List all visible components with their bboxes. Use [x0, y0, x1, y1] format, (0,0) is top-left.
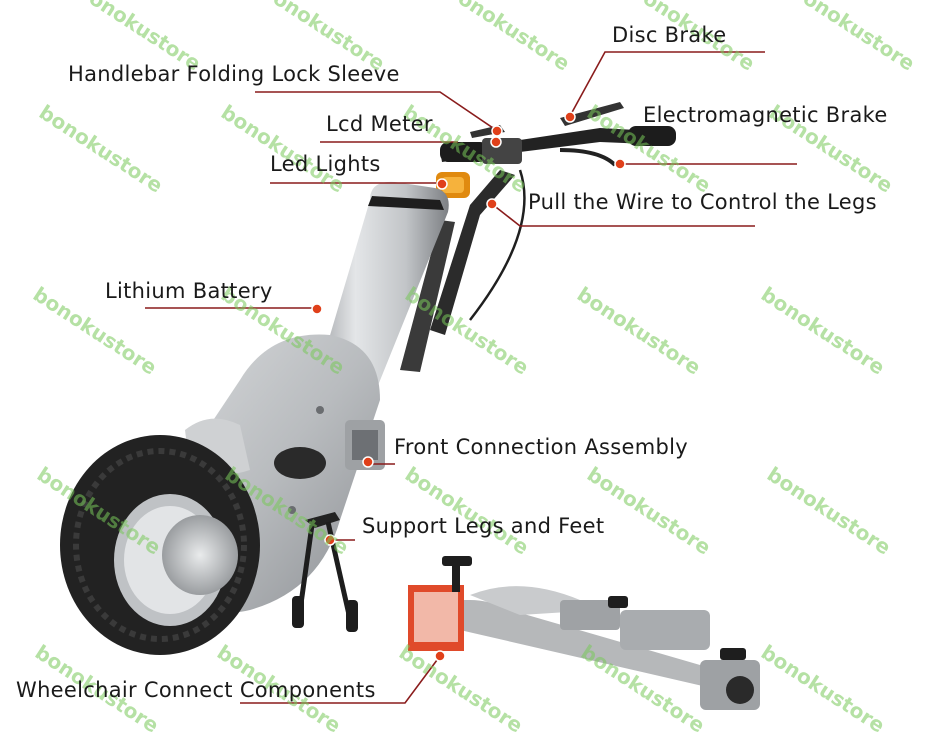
marker-disc-brake	[564, 111, 576, 123]
marker-front-connection	[362, 456, 374, 468]
label-pull-wire-control-legs: Pull the Wire to Control the Legs	[528, 190, 877, 214]
front-connection-assembly	[345, 420, 385, 470]
label-led-lights: Led Lights	[270, 152, 381, 176]
handlebar	[440, 102, 676, 321]
handlebar-stem	[400, 170, 515, 372]
label-electromagnetic-brake: Electromagnetic Brake	[643, 103, 888, 127]
marker-wheelchair-connect	[434, 650, 446, 662]
label-support-legs-and-feet: Support Legs and Feet	[362, 514, 605, 538]
leader-lines	[145, 51, 797, 704]
marker-lcd-meter	[490, 136, 502, 148]
marker-led-lights	[436, 178, 448, 190]
label-disc-brake: Disc Brake	[612, 23, 727, 47]
label-handlebar-folding-lock-sleeve: Handlebar Folding Lock Sleeve	[68, 62, 400, 86]
marker-electromagnetic-brake	[614, 158, 626, 170]
leader-disc-brake	[569, 51, 765, 117]
label-front-connection-assembly: Front Connection Assembly	[394, 435, 689, 459]
marker-lithium-battery	[311, 303, 323, 315]
wheelchair-connect-components	[408, 556, 760, 710]
marker-dots	[311, 111, 626, 662]
front-wheel	[60, 435, 260, 655]
leader-pull-wire	[491, 203, 755, 227]
leader-wheelchair-connect	[240, 655, 441, 704]
label-wheelchair-connect-components: Wheelchair Connect Components	[16, 678, 376, 702]
marker-support-legs	[324, 534, 336, 546]
marker-pull-wire	[486, 198, 498, 210]
marker-handlebar-lock	[491, 125, 503, 137]
label-lithium-battery: Lithium Battery	[105, 279, 273, 303]
label-lcd-meter: Lcd Meter	[326, 112, 433, 136]
led-light	[436, 172, 470, 198]
leader-handlebar-lock	[255, 91, 497, 131]
